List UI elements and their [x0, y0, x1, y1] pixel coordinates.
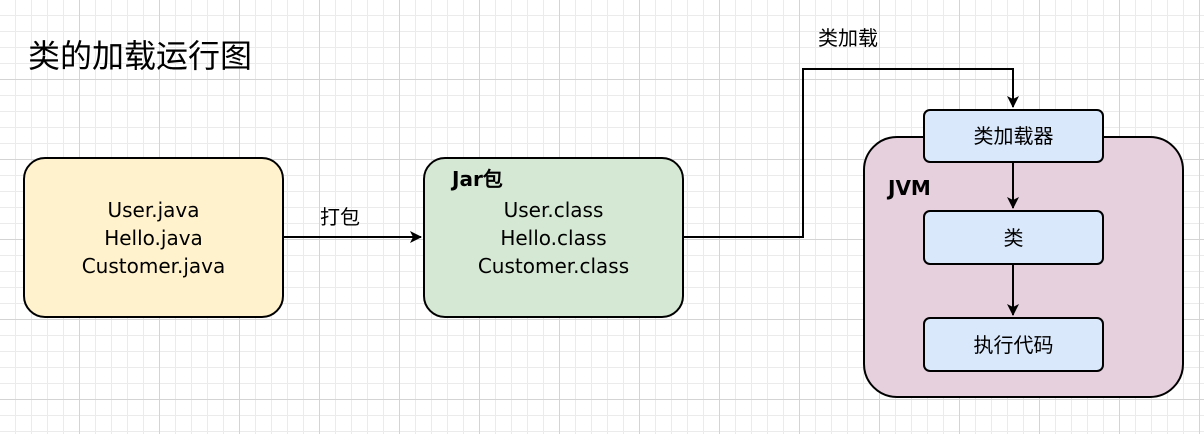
execute-code-node: 执行代码	[923, 317, 1104, 372]
class-node: 类	[923, 210, 1104, 265]
class-file-user: User.class	[503, 197, 604, 222]
java-file-customer: Customer.java	[81, 253, 226, 278]
class-loader-label: 类加载器	[973, 124, 1054, 148]
class-loader-node: 类加载器	[923, 109, 1104, 163]
java-files-node: User.java Hello.java Customer.java	[23, 157, 284, 318]
class-file-hello: Hello.class	[500, 225, 607, 250]
package-edge-label: 打包	[320, 205, 360, 229]
jar-node-label: Jar包	[452, 167, 503, 191]
class-label: 类	[1003, 225, 1024, 250]
class-file-customer: Customer.class	[477, 253, 630, 278]
jar-node: User.class Hello.class Customer.class	[423, 157, 684, 318]
java-file-user: User.java	[107, 197, 200, 222]
diagram-title: 类的加载运行图	[28, 37, 253, 75]
class-load-arrow	[684, 68, 1019, 238]
execute-code-label: 执行代码	[973, 332, 1054, 357]
class-load-edge-label: 类加载	[818, 26, 878, 50]
java-file-hello: Hello.java	[104, 225, 203, 250]
jvm-label: JVM	[888, 176, 931, 200]
